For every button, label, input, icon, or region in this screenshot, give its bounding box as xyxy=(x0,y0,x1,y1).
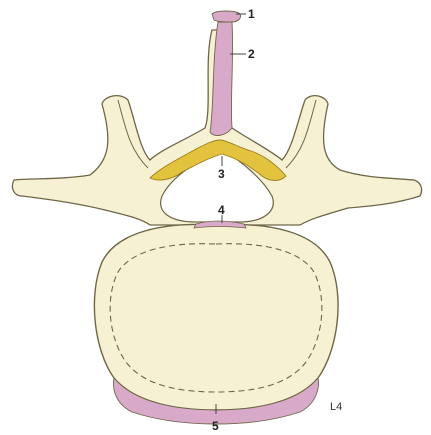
vertebral-body xyxy=(94,224,338,410)
vertebra-level-label: L4 xyxy=(330,401,342,413)
label-1: 1 xyxy=(248,7,255,21)
label-4: 4 xyxy=(218,203,225,217)
label-5: 5 xyxy=(212,419,219,433)
label-3: 3 xyxy=(218,167,225,181)
label-2: 2 xyxy=(248,47,255,61)
supraspinous-ligament xyxy=(212,11,241,22)
